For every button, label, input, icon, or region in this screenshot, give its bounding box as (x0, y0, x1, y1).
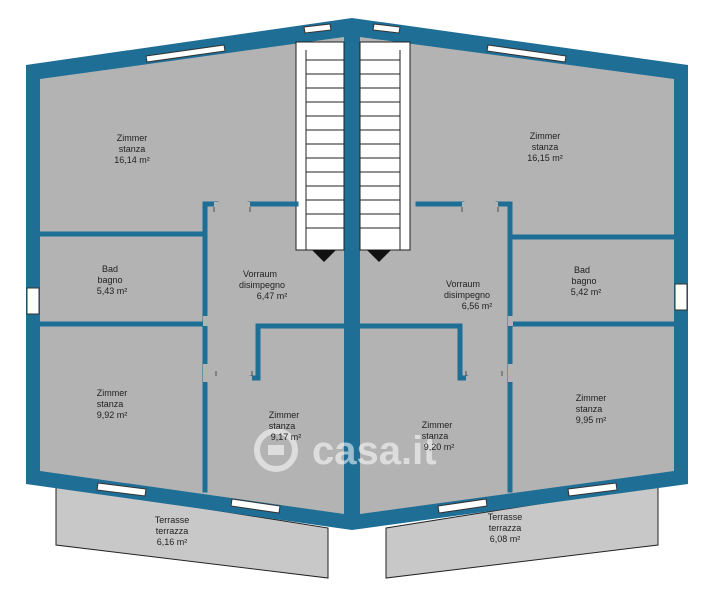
room-name-it: disimpegno (239, 280, 285, 290)
room-terrasse-left: Terrasse terrazza 6,16 m² (155, 515, 190, 547)
casa-it-watermark: casa.it (254, 428, 437, 473)
room-name-it: stanza (532, 142, 559, 152)
room-area: 16,15 m² (527, 153, 563, 163)
room-zimmer-bottom-left: Zimmer stanza 9,92 m² (97, 388, 128, 420)
room-name-it: disimpegno (444, 290, 490, 300)
window-top-right (486, 44, 567, 63)
room-name-it: terrazza (156, 526, 189, 536)
window-top-center-right (372, 23, 401, 34)
floor-left (40, 37, 344, 514)
room-area: 5,42 m² (571, 287, 602, 297)
window-bottom-left-2 (230, 498, 281, 514)
room-name-it: stanza (97, 399, 124, 409)
room-vorraum-right: Vorraum disimpegno 6,56 m² (444, 279, 492, 311)
casa-it-logo-icon (254, 428, 298, 472)
room-name-it: bagno (97, 275, 122, 285)
window-left-wall (26, 287, 40, 315)
window-bottom-right-1 (437, 498, 488, 514)
room-vorraum-left: Vorraum disimpegno 6,47 m² (239, 269, 287, 301)
room-area: 5,43 m² (97, 286, 128, 296)
room-name: Zimmer (422, 420, 453, 430)
room-name: Terrasse (155, 515, 190, 525)
room-name-it: stanza (269, 421, 296, 431)
room-zimmer-bottom-right: Zimmer stanza 9,95 m² (576, 393, 607, 425)
room-bad-right: Bad bagno 5,42 m² (571, 265, 602, 297)
stair-arrow-icon (367, 250, 391, 262)
room-name: Zimmer (97, 388, 128, 398)
room-zimmer-top-right: Zimmer stanza 16,15 m² (527, 131, 563, 163)
room-bad-left: Bad bagno 5,43 m² (97, 264, 128, 296)
interior-walls (37, 201, 677, 523)
room-name: Zimmer (269, 410, 300, 420)
window-top-center-left (303, 23, 332, 34)
room-area: 9,20 m² (424, 442, 455, 452)
room-zimmer-center-left: Zimmer stanza 9,17 m² (269, 410, 302, 442)
windows (26, 23, 688, 514)
room-name: Bad (574, 265, 590, 275)
room-area: 16,14 m² (114, 155, 150, 165)
room-area: 6,47 m² (257, 291, 288, 301)
room-area: 6,56 m² (462, 301, 493, 311)
room-name: Vorraum (243, 269, 277, 279)
floor-right (360, 37, 674, 514)
room-terrasse-right: Terrasse terrazza 6,08 m² (488, 512, 523, 544)
room-name: Zimmer (576, 393, 607, 403)
room-zimmer-top-left: Zimmer stanza 16,14 m² (114, 133, 150, 165)
room-name: Zimmer (530, 131, 561, 141)
room-area: 9,17 m² (271, 432, 302, 442)
room-area: 9,92 m² (97, 410, 128, 420)
room-zimmer-center-right: Zimmer stanza 9,20 m² (422, 420, 455, 452)
room-area: 9,95 m² (576, 415, 607, 425)
window-top-left (145, 44, 226, 63)
room-name: Bad (102, 264, 118, 274)
room-name-it: stanza (422, 431, 449, 441)
room-name: Terrasse (488, 512, 523, 522)
window-bottom-right-2 (567, 482, 618, 497)
room-name: Vorraum (446, 279, 480, 289)
watermark-text: casa.it (312, 429, 437, 473)
door-swings (213, 207, 503, 376)
room-name-it: stanza (119, 144, 146, 154)
room-area: 6,16 m² (157, 537, 188, 547)
room-name-it: terrazza (489, 523, 522, 533)
window-bottom-left-1 (96, 482, 147, 497)
room-name-it: stanza (576, 404, 603, 414)
room-name-it: bagno (571, 276, 596, 286)
room-area: 6,08 m² (490, 534, 521, 544)
staircase-left (295, 41, 345, 262)
window-right-wall (674, 283, 688, 311)
staircase-right (359, 41, 411, 262)
stair-arrow-icon (312, 250, 336, 262)
room-name: Zimmer (117, 133, 148, 143)
door-openings (203, 202, 513, 382)
